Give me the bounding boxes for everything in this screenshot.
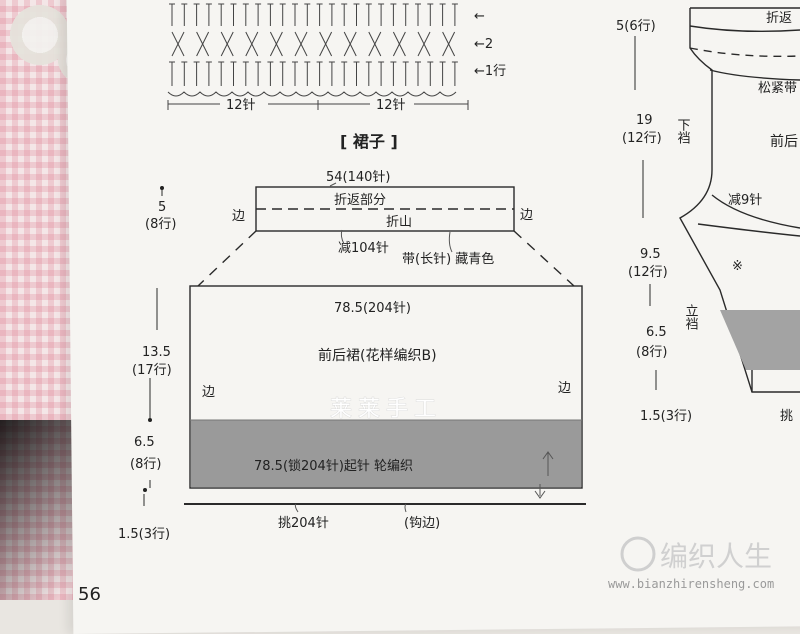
band-rows-label: (8行) bbox=[145, 217, 176, 232]
stitch-symbol bbox=[220, 31, 234, 57]
pattern-diagram: ← ←2 ←1行 12针 12针 [ 裙子 ] 54(140针) 折返部分 折山… bbox=[78, 3, 800, 600]
stitch-symbol bbox=[269, 31, 283, 57]
logo-text: 编织人生 bbox=[660, 540, 772, 573]
pants-curve bbox=[709, 69, 800, 81]
pants-decrease9: 减9针 bbox=[728, 193, 762, 208]
band-note-label: 带(长针) 藏青色 bbox=[402, 251, 494, 267]
stripe-band bbox=[191, 420, 581, 487]
pants-crotch-down: 下裆 bbox=[675, 118, 691, 144]
watermark-text: 莱莱手工 bbox=[330, 397, 442, 422]
pants-h15: 1.5(3行) bbox=[640, 409, 692, 424]
dim-dot bbox=[148, 418, 152, 422]
band-height-label: 5 bbox=[158, 200, 166, 215]
pants-curve bbox=[697, 223, 800, 237]
row-1-label: ←1行 bbox=[474, 64, 506, 79]
stitch-symbol bbox=[245, 31, 259, 57]
arrow-head bbox=[542, 451, 554, 460]
body-pattern-label: 前后裙(花样编织B) bbox=[318, 347, 437, 364]
cast-on-label: 78.5(锁204针)起针 轮编织 bbox=[254, 458, 413, 474]
stitch-symbol bbox=[442, 31, 456, 57]
pants-front-label: 前后 bbox=[770, 133, 798, 150]
pants-fold bbox=[689, 47, 800, 58]
skirt-body-rect bbox=[189, 285, 583, 489]
decrease-line-left bbox=[197, 230, 257, 287]
stitch-symbol bbox=[294, 31, 308, 57]
stitch-symbol bbox=[392, 31, 406, 57]
pants-h65: 6.5 bbox=[646, 325, 667, 340]
decrease-label: 减104针 bbox=[338, 241, 389, 256]
dim-dot bbox=[160, 186, 164, 190]
body-width-label: 78.5(204针) bbox=[334, 301, 411, 316]
fold-line-label: 折山 bbox=[386, 215, 412, 230]
page-number: 56 bbox=[78, 584, 101, 600]
stripe-height-label: 6.5 bbox=[134, 435, 155, 450]
repeat-right-label: 12针 bbox=[376, 98, 406, 113]
stitch-symbol bbox=[343, 31, 357, 57]
pants-asterisk: ※ bbox=[732, 259, 743, 274]
pants-h95: 9.5 bbox=[640, 247, 661, 262]
pants-stripe bbox=[720, 310, 800, 370]
stitch-symbol bbox=[319, 31, 333, 57]
stitch-symbol bbox=[171, 31, 185, 57]
band-width-label: 54(140针) bbox=[326, 170, 391, 185]
edge-label-body-left: 边 bbox=[202, 385, 215, 400]
stitch-symbol bbox=[196, 31, 210, 57]
edge-label-body-right: 边 bbox=[558, 381, 571, 396]
pants-outline bbox=[679, 8, 800, 393]
stitch-symbol bbox=[368, 31, 382, 57]
arrow-head bbox=[534, 490, 546, 499]
pickup-label: 挑204针 bbox=[278, 516, 329, 531]
body-rows-label: (17行) bbox=[132, 363, 172, 378]
leader bbox=[448, 231, 453, 253]
fold-part-label: 折返部分 bbox=[334, 193, 386, 208]
pants-loose-label: 松紧带 bbox=[758, 81, 797, 96]
pants-curve bbox=[711, 194, 800, 229]
leader bbox=[340, 229, 345, 245]
stripe-rows-label: (8行) bbox=[130, 457, 161, 472]
row-2-label: ←2 bbox=[474, 37, 493, 52]
skirt-title: [ 裙子 ] bbox=[340, 132, 398, 151]
pants-h19: 19 bbox=[636, 113, 653, 128]
pants-crotch-up: 立裆 bbox=[683, 304, 699, 330]
stitch-chart bbox=[167, 3, 469, 110]
pants-h95-rows: (12行) bbox=[628, 265, 668, 280]
pants-h65-rows: (8行) bbox=[636, 345, 667, 360]
leader bbox=[329, 182, 337, 187]
row-arrow-label: ← bbox=[474, 9, 485, 24]
edge-label-left: 边 bbox=[232, 209, 245, 224]
crochet-edge-label: (钩边) bbox=[404, 516, 440, 531]
logo-swirl-icon bbox=[620, 536, 656, 572]
pants-line bbox=[689, 25, 800, 33]
pants-h19-rows: (12行) bbox=[622, 131, 662, 146]
pants-fold-label: 折返 bbox=[766, 11, 792, 26]
edge-label-right: 边 bbox=[520, 208, 533, 223]
leader bbox=[404, 503, 407, 513]
repeat-left-label: 12针 bbox=[226, 98, 256, 113]
stitch-symbols bbox=[169, 3, 458, 86]
site-logo: 编织人生 www.bianzhirensheng.com bbox=[608, 536, 774, 591]
chain-row bbox=[167, 91, 457, 97]
pants-pickup: 挑 bbox=[780, 409, 793, 424]
leader bbox=[294, 503, 299, 513]
decrease-line-right bbox=[513, 230, 575, 287]
site-url: www.bianzhirensheng.com bbox=[608, 577, 774, 591]
stitch-symbol bbox=[417, 31, 431, 57]
body-height-label: 13.5 bbox=[142, 345, 171, 360]
dim-dot bbox=[143, 488, 147, 492]
pants-top-height: 5(6行) bbox=[616, 19, 656, 34]
edge-height-label: 1.5(3行) bbox=[118, 527, 170, 542]
